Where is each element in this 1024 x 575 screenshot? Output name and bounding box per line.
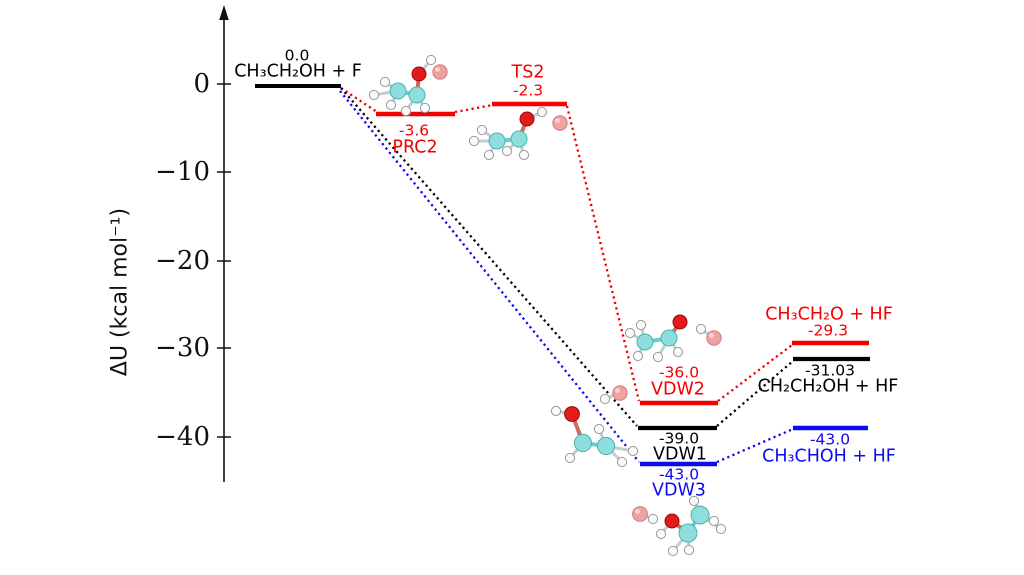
y-tick-m20: −20: [155, 246, 210, 276]
product-red-energy-value: -29.3: [807, 321, 849, 340]
connector-red-reactant-prc2: [340, 87, 378, 113]
product-black-formula: CH₂CH₂OH + HF: [757, 376, 899, 397]
connector-red-prc2-ts2: [454, 103, 494, 114]
prc2-label: PRC2: [392, 137, 438, 158]
vdw3-label: VDW3: [652, 480, 706, 501]
fluorine-atom: [432, 64, 448, 80]
reactant-formula: CH₃CH₂OH + F: [234, 61, 362, 82]
energy-levels: [255, 84, 870, 467]
vdw1-energy-value: -39.0: [658, 429, 700, 448]
pathway-connectors: [339, 87, 794, 464]
vdw2-label: VDW2: [651, 379, 705, 400]
fluorine-atom: [706, 330, 722, 346]
vdw1-label: VDW1: [653, 444, 707, 465]
connector-black-reactant-vdw1: [340, 87, 638, 427]
prc2-energy-value: -3.6: [398, 121, 430, 140]
fluorine-atom: [632, 506, 648, 522]
molecule-ethanol-F-prc2: [368, 54, 448, 117]
molecule-hydroxyethyl-HF-vdw1: [550, 385, 639, 468]
molecule-ethoxide-HF-vdw2: [624, 314, 722, 363]
molecule-hydroxyethyl-HF-vdw3: [632, 495, 727, 557]
vdw3-energy-value: -43.0: [658, 465, 700, 484]
y-axis-arrowhead-icon: [219, 5, 229, 20]
connector-blue-vdw3-product: [716, 427, 794, 464]
ts2-label: TS2: [511, 62, 545, 83]
vdw2-energy-value: -36.0: [658, 363, 700, 382]
connector-red-vdw2-product: [717, 344, 793, 402]
y-tick-m30: −30: [155, 333, 210, 363]
fluorine-atom: [552, 115, 568, 131]
y-axis: [217, 5, 231, 482]
product-blue-formula: CH₃CHOH + HF: [762, 446, 896, 467]
y-axis-label: ΔU (kcal mol⁻¹): [107, 207, 133, 377]
product-black-energy-value: -31.03: [805, 361, 855, 380]
fluorine-atom: [612, 385, 628, 401]
molecule-ethanol-F-ts2: [468, 106, 568, 161]
connector-red-ts2-vdw2: [565, 105, 641, 402]
y-tick-m10: −10: [155, 157, 210, 187]
product-red-formula: CH₃CH₂O + HF: [765, 304, 893, 325]
product-blue-energy-value: -43.0: [809, 430, 851, 449]
connector-blue-reactant-vdw3: [339, 90, 640, 463]
ts2-energy-value: -2.3: [512, 81, 544, 100]
reactant-energy-value: 0.0: [284, 46, 310, 65]
y-tick-0: 0: [193, 69, 210, 99]
y-tick-m40: −40: [155, 422, 210, 452]
